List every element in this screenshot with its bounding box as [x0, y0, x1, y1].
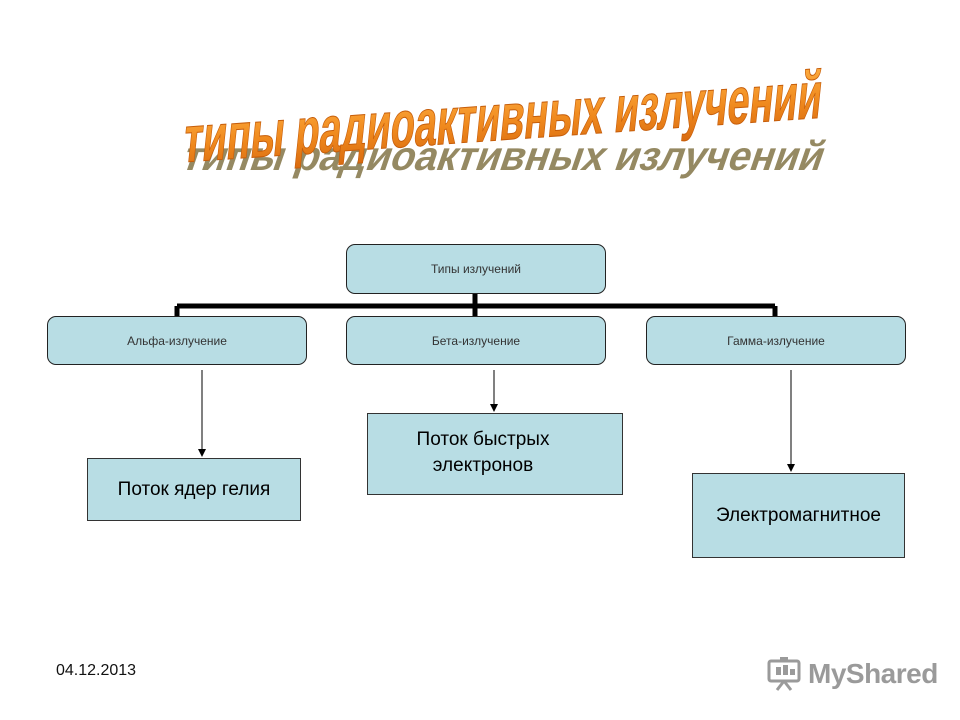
title-shadow-text: типы радиоактивных излучений: [177, 133, 833, 179]
result-box-beta: Поток быстрых электронов: [367, 413, 623, 495]
root-node-label: Типы излучений: [431, 262, 521, 276]
watermark-logo: MyShared: [766, 655, 938, 693]
logo-text: MyShared: [808, 658, 938, 689]
slide-title: типы радиоактивных излучений типы радиоа…: [160, 48, 840, 198]
branch-node-alpha: Альфа-излучение: [47, 316, 307, 365]
branch-gamma-label: Гамма-излучение: [727, 333, 825, 348]
result-gamma-text: Электромагнитное: [715, 504, 882, 526]
result-beta-text: Поток быстрых электронов: [416, 429, 550, 476]
tree-connector: [174, 293, 778, 316]
branch-beta-label: Бета-излучение: [431, 333, 521, 348]
root-node: Типы излучений: [346, 244, 606, 294]
result-box-gamma: Электромагнитное: [692, 473, 905, 558]
slide-date: 04.12.2013: [56, 662, 137, 679]
presentation-icon: [767, 657, 801, 691]
result-box-alpha: Поток ядер гелия: [87, 458, 301, 521]
result-alpha-text: Поток ядер гелия: [117, 478, 271, 500]
branch-node-beta: Бета-излучение: [346, 316, 606, 365]
branch-alpha-label: Альфа-излучение: [127, 333, 227, 348]
branch-node-gamma: Гамма-излучение: [646, 316, 906, 365]
